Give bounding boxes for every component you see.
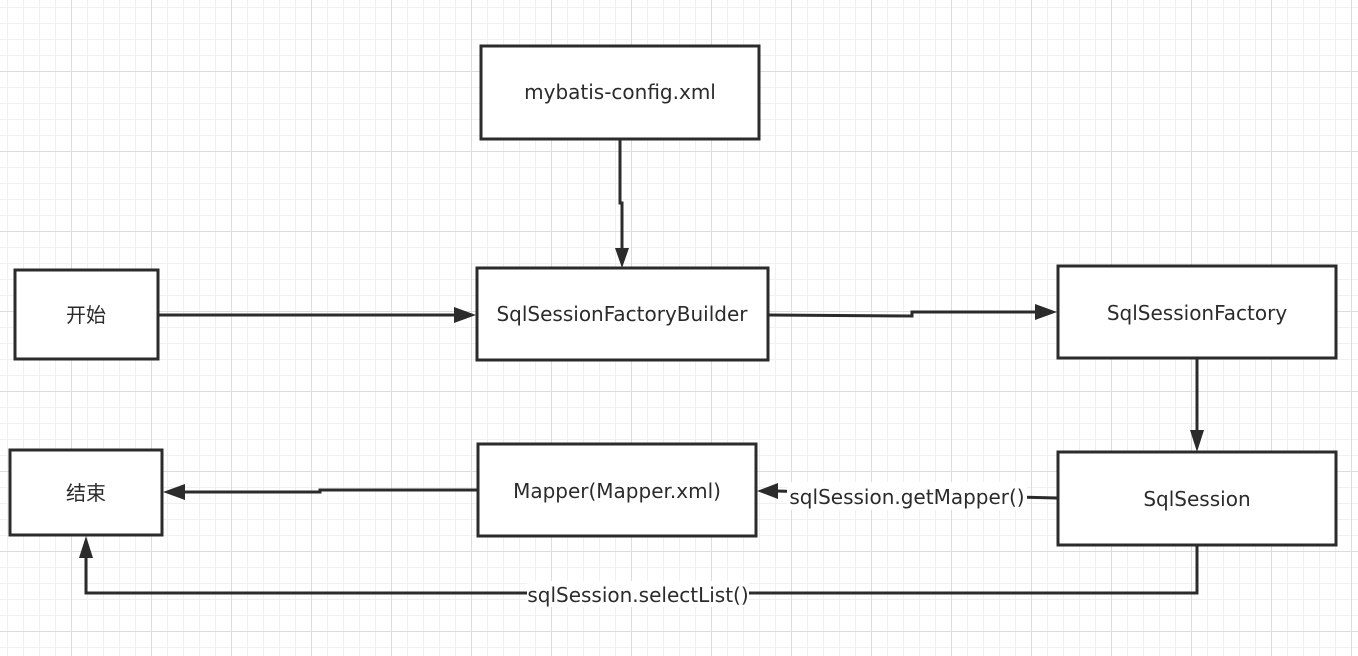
edge-session-to-end: sqlSession.selectList() [79, 536, 1199, 607]
node-end: 结束 [8, 448, 164, 537]
edge-label-get-mapper: sqlSession.getMapper() [789, 485, 1024, 509]
node-session: SqlSession [1056, 450, 1338, 547]
node-config: mybatis-config.xml [479, 44, 761, 141]
node-builder: SqlSessionFactoryBuilder [475, 266, 770, 362]
edge-session-to-mapper: sqlSession.getMapper() [757, 482, 1058, 510]
node-factory-label: SqlSessionFactory [1107, 301, 1287, 325]
edge-start-to-builder [158, 307, 476, 323]
node-config-label: mybatis-config.xml [524, 80, 716, 104]
node-session-label: SqlSession [1143, 487, 1250, 511]
edge-factory-to-session [1190, 358, 1204, 452]
node-mapper: Mapper(Mapper.xml) [476, 442, 758, 538]
edge-config-to-builder [615, 140, 629, 268]
edge-label-select-list: sqlSession.selectList() [527, 583, 748, 607]
edge-mapper-to-end [163, 484, 477, 500]
node-start-label: 开始 [66, 303, 106, 327]
node-mapper-label: Mapper(Mapper.xml) [513, 479, 721, 503]
edge-builder-to-factory [767, 304, 1057, 320]
node-start: 开始 [13, 268, 160, 361]
node-builder-label: SqlSessionFactoryBuilder [496, 302, 748, 326]
node-end-label: 结束 [66, 481, 106, 505]
node-factory: SqlSessionFactory [1056, 264, 1338, 360]
